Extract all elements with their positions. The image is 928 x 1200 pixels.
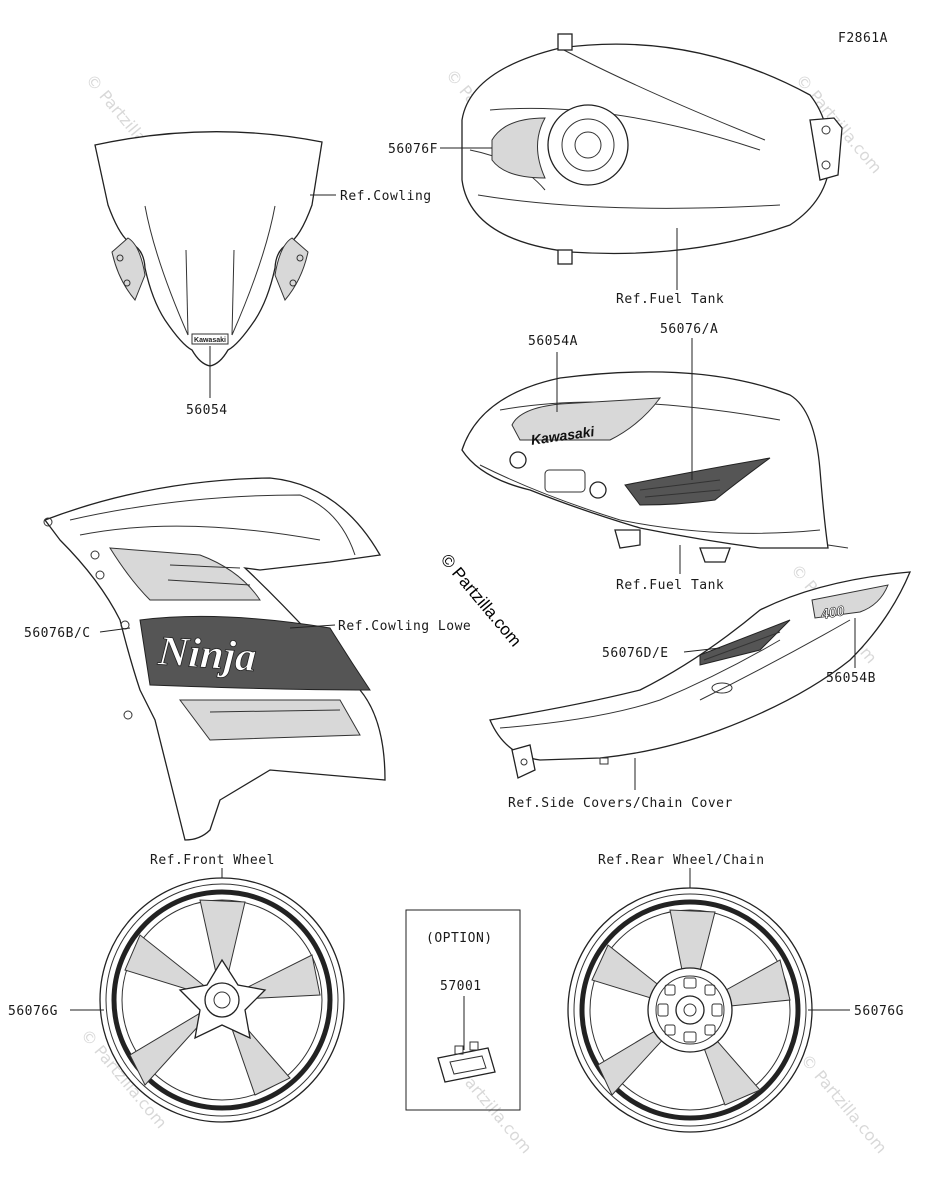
option-box: (OPTION) 57001 [405, 909, 521, 1111]
front-wheel [99, 877, 345, 1123]
cowling-lower: Ninja [43, 477, 386, 841]
side-cover-tail: 400 [489, 571, 912, 779]
label-option: (OPTION) [426, 931, 493, 946]
center-watermark: © Partzilla.com [437, 550, 525, 650]
label-cowling-ref: Ref.Cowling [340, 189, 432, 204]
label-56054B: 56054B [826, 671, 876, 686]
label-fuel-tank-ref-2: Ref.Fuel Tank [616, 578, 724, 593]
label-56054A: 56054A [528, 334, 578, 349]
label-side-covers-ref: Ref.Side Covers/Chain Cover [508, 796, 733, 811]
tail-badge-text: 400 [819, 602, 846, 622]
label-cowling-lower-ref: Ref.Cowling Lowe [338, 619, 471, 634]
option-frame [405, 909, 521, 1111]
label-front-wheel-ref: Ref.Front Wheel [150, 853, 275, 868]
label-56076DE: 56076D/E [602, 646, 669, 661]
tank-side-stripe-decal [624, 457, 771, 506]
label-56076BC: 56076B/C [24, 626, 91, 641]
tail-400-decal [811, 584, 889, 619]
side-cover-stripe-decal [699, 619, 791, 666]
label-rear-wheel-ref: Ref.Rear Wheel/Chain [598, 853, 765, 868]
label-56054: 56054 [186, 403, 228, 418]
fuel-tank-side: Kawasaki [461, 371, 849, 563]
rear-wheel [567, 887, 813, 1133]
label-57001: 57001 [440, 979, 482, 994]
tank-top-decal [491, 117, 546, 179]
watermark: © Partzilla.com [797, 1050, 891, 1157]
fairing-ninja-decal [139, 615, 371, 691]
label-front-56076G: 56076G [8, 1004, 58, 1019]
label-56076A: 56076/A [660, 322, 718, 337]
label-56076F: 56076F [388, 142, 438, 157]
tank-side-kawasaki-decal [511, 397, 662, 441]
windscreen-logo-decal [191, 333, 229, 345]
label-fuel-tank-ref-1: Ref.Fuel Tank [616, 292, 724, 307]
fuel-tank-top [461, 33, 843, 265]
windscreen-logo-text: Kawasaki [194, 337, 226, 344]
fairing-script-text: Ninja [156, 628, 258, 681]
diagram-id: F2861A [838, 31, 888, 46]
option-part-57001 [437, 1047, 496, 1083]
label-rear-56076G: 56076G [854, 1004, 904, 1019]
windscreen: Kawasaki [94, 131, 323, 367]
